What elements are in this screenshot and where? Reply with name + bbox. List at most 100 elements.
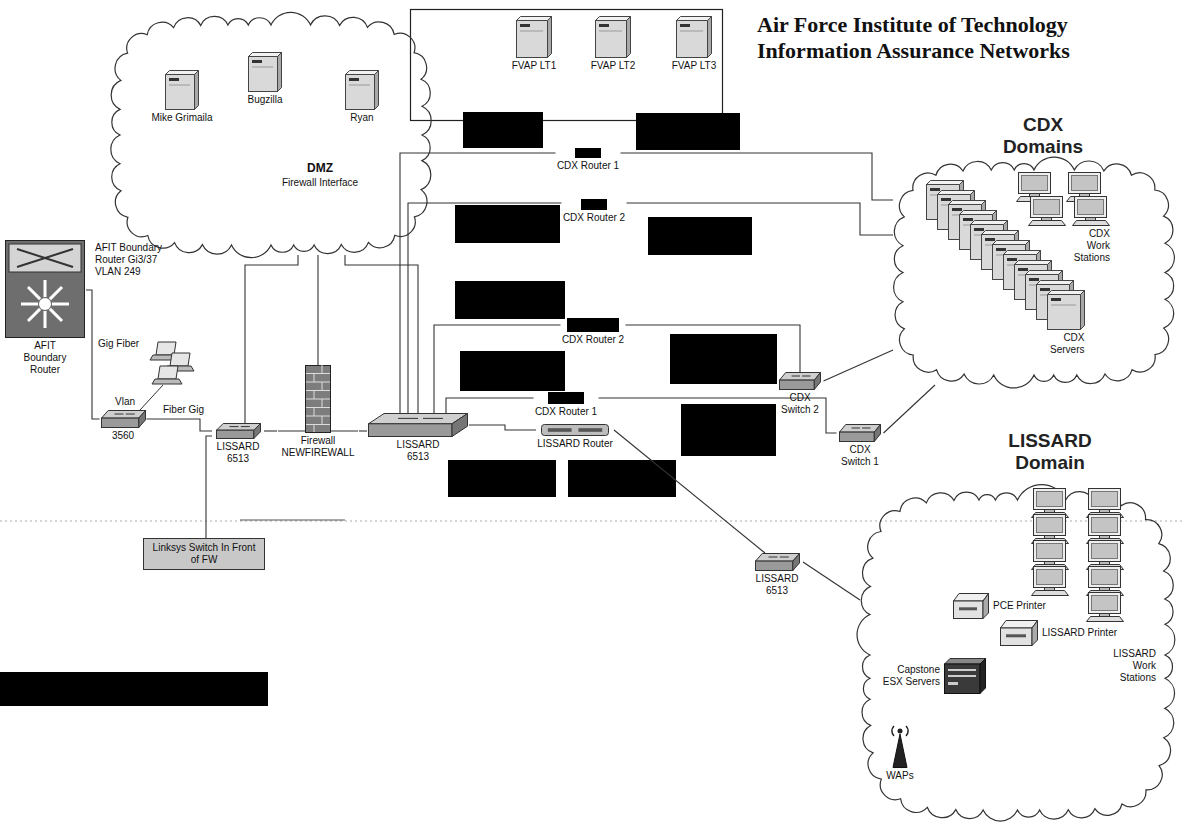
divider-line	[0, 521, 1184, 522]
router-node-icon	[575, 148, 601, 158]
link-line	[359, 430, 367, 431]
device-label: WAPs	[886, 770, 913, 782]
link-line	[317, 255, 318, 365]
label-slot: Vlan	[115, 396, 140, 408]
workstation-group: CDX Work Stations	[1014, 172, 1110, 264]
link-line	[824, 350, 894, 381]
printer-node: LISSARD Printer	[1000, 620, 1117, 646]
redaction-block	[455, 281, 565, 319]
box-label: Linksys Switch In Front of FW	[148, 542, 260, 566]
text-slot: DMZ	[260, 161, 380, 175]
server-node: FVAP LT3	[671, 16, 718, 72]
laptop-icons	[150, 342, 194, 384]
server-node-icon	[165, 70, 199, 110]
server-node: FVAP LT1	[511, 16, 558, 72]
link-note: Gig Fiber	[98, 338, 148, 350]
boundary-router-icon	[5, 240, 85, 338]
router-node: CDX Router 1	[534, 392, 599, 418]
device-label: FVAP LT1	[512, 60, 556, 72]
device-label: LISSARD 6513	[752, 573, 802, 597]
link-line	[627, 203, 894, 235]
workstation-group: LISSARD Work Stations	[1024, 486, 1156, 684]
server-node-icon	[595, 16, 631, 58]
text-slot: Firewall Interface	[260, 177, 380, 189]
device-label: Bugzilla	[247, 94, 282, 106]
divider-segment	[240, 520, 345, 521]
diagram-title: Air Force Institute of Technology Inform…	[757, 12, 1157, 64]
link-note: Fiber Gig	[163, 404, 211, 416]
switch-node: LISSARD 6513	[367, 413, 469, 463]
domain-heading: CDX Domains	[993, 114, 1093, 158]
cloud-outline	[110, 15, 432, 255]
boundary-router: AFIT Boundary Router	[4, 240, 86, 376]
device-label: CDX Router 1	[535, 406, 597, 418]
link-line	[86, 290, 100, 419]
link-line	[469, 425, 536, 430]
device-label: LISSARD Work Stations	[1104, 648, 1156, 684]
switch-node: 3560	[100, 410, 147, 442]
redaction-block	[460, 351, 565, 391]
device-label: CDX Switch 2	[778, 392, 823, 416]
cloud-label: Firewall Interface	[260, 177, 380, 189]
printer-node-icon	[953, 593, 989, 619]
text-slot: LISSARD Domain	[1000, 430, 1100, 474]
link-line	[626, 325, 801, 372]
device-label: CDX Router 2	[563, 212, 625, 224]
server-node: Mike Grimaila	[150, 70, 214, 124]
link-line	[206, 436, 212, 538]
switch-node-icon	[779, 372, 821, 390]
link-line	[621, 153, 894, 200]
server-node: Bugzilla	[246, 52, 284, 106]
device-label: CDX Switch 1	[838, 444, 883, 468]
switch-box: Linksys Switch In Front of FW	[143, 538, 265, 570]
server-node-icon	[248, 52, 282, 92]
title-slot: Air Force Institute of Technology Inform…	[757, 12, 1157, 64]
device-label: FVAP LT2	[591, 60, 635, 72]
link-line	[446, 398, 534, 413]
redaction-block	[568, 460, 676, 497]
switch-node: CDX Switch 2	[777, 372, 824, 416]
label-slot: AFIT Boundary Router Gi3/37 VLAN 249	[95, 242, 170, 278]
server-node: Ryan	[344, 70, 380, 124]
wap-node-icon	[887, 722, 913, 768]
link-note: AFIT Boundary Router Gi3/37 VLAN 249	[95, 242, 170, 278]
server-node-icon	[676, 16, 712, 58]
device-label: LISSARD Router	[537, 438, 613, 450]
device-label: LISSARD 6513	[213, 441, 263, 465]
router-node: LISSARD Router	[536, 424, 614, 450]
switch-node-icon	[216, 423, 261, 439]
device-label: 3560	[112, 430, 134, 442]
switch-node: CDX Switch 1	[837, 424, 884, 468]
switch-node-icon	[368, 413, 468, 437]
link-note: Vlan	[115, 396, 140, 408]
server-node-icon	[345, 70, 379, 110]
cloud-label: DMZ	[260, 161, 380, 175]
domain-heading: LISSARD Domain	[1000, 430, 1100, 474]
link-line	[614, 430, 765, 553]
esx-server-node-icon	[944, 658, 986, 694]
device-label: AFIT Boundary Router	[15, 340, 75, 376]
dmz-cloud: DMZ Firewall Interface Mike Grimaila Bugzil…	[110, 15, 432, 255]
link-line	[434, 325, 561, 413]
device-label: FVAP LT3	[672, 60, 716, 72]
printer-node: PCE Printer	[953, 593, 1046, 619]
switch-node-icon	[101, 410, 146, 428]
lissard-cloud: LISSARD DomainPCE PrinterLISSARD Printer…	[860, 490, 1175, 820]
vlan-wire	[140, 385, 163, 410]
server-node-icon	[516, 16, 552, 58]
redaction-block	[648, 217, 752, 255]
redaction-block	[455, 205, 560, 243]
device-label: PCE Printer	[993, 600, 1046, 612]
redaction-block	[448, 460, 556, 497]
redaction-block	[0, 672, 268, 706]
workstation-group-icon	[1016, 172, 1110, 226]
router-node-icon	[541, 424, 609, 436]
text-slot: CDX Domains	[993, 114, 1093, 158]
workstation-group-icon	[1026, 486, 1156, 646]
link-line	[147, 419, 213, 431]
router-node: CDX Router 1	[556, 148, 621, 172]
server-group-frame	[411, 10, 723, 121]
redaction-block	[463, 112, 543, 148]
device-label: Mike Grimaila	[151, 112, 212, 124]
